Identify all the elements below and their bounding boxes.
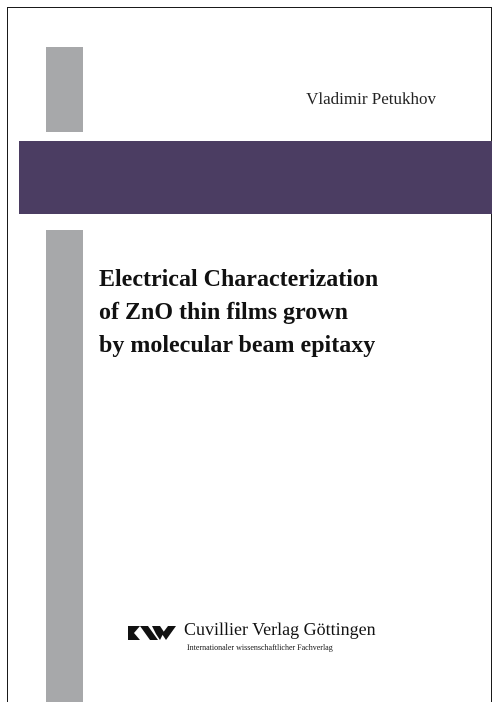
title-line: Electrical Characterization	[99, 266, 379, 292]
title-line: of ZnO thin films grown	[99, 299, 348, 325]
book-cover: Vladimir Petukhov Electrical Characteriz…	[7, 7, 492, 702]
title-line: by molecular beam epitaxy	[99, 332, 376, 358]
author-name: Vladimir Petukhov	[306, 89, 436, 108]
book-title: Electrical Characterization of ZnO thin …	[99, 263, 378, 362]
publisher-tagline: Internationaler wissenschaftlicher Fachv…	[187, 643, 333, 652]
publisher-name: Cuvillier Verlag Göttingen	[184, 619, 376, 639]
decorative-bar-top	[46, 47, 83, 132]
decorative-bar-side	[46, 230, 83, 702]
cuvillier-logo-icon	[128, 626, 176, 640]
decorative-band	[19, 141, 492, 214]
